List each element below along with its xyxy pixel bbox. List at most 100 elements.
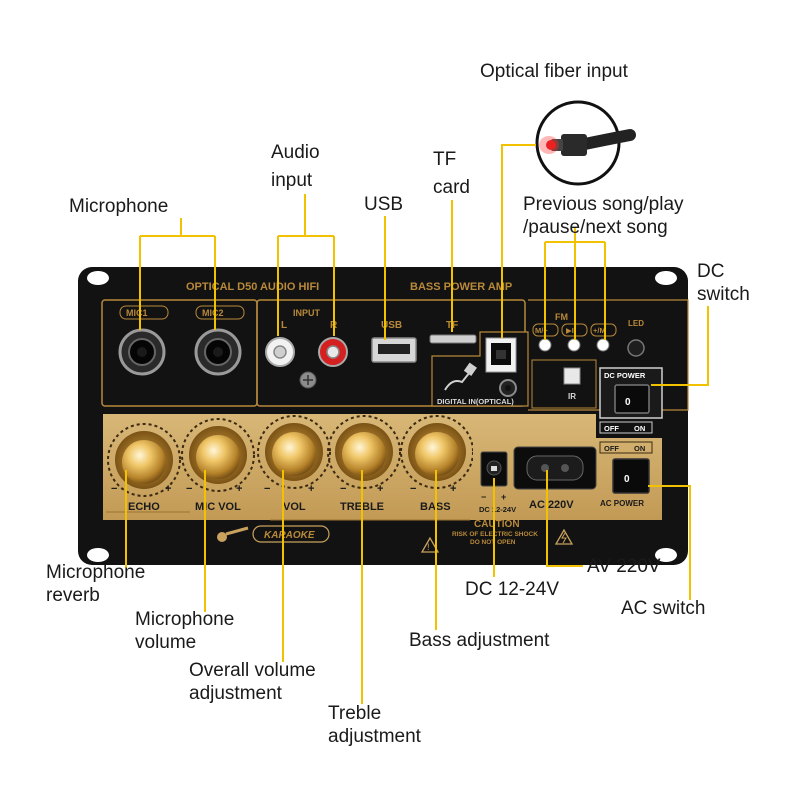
caution-line3: DO NOT OPEN (470, 539, 516, 546)
panel-title-right: BASS POWER AMP (410, 281, 512, 293)
bass-minus: − (410, 483, 416, 495)
amplifier-panel: OPTICAL D50 AUDIO HIFI BASS POWER AMP MI… (78, 267, 689, 565)
echo-label: ECHO (128, 501, 160, 513)
vol-minus: − (264, 483, 270, 495)
prev-button-label: M/− (535, 326, 548, 335)
input-l-label: L (281, 320, 287, 331)
bass-knob[interactable] (400, 415, 474, 489)
fm-label: FM (555, 312, 568, 322)
ac-socket-label: AC 220V (529, 499, 574, 511)
ac-power-switch[interactable]: 0 (612, 458, 650, 494)
mic2-jack[interactable] (194, 328, 242, 376)
callout-bass-adjustment: Bass adjustment (409, 630, 550, 651)
dc-plus: + (501, 492, 506, 502)
ir-receiver (563, 367, 581, 385)
dc-off-label: OFF (604, 424, 619, 433)
echo-minus: − (111, 483, 117, 495)
prev-song-button[interactable] (538, 338, 552, 352)
micvol-label: MIC VOL (195, 501, 241, 513)
callout-overall-volume-line2: adjustment (189, 683, 283, 704)
optical-cable-inset (535, 100, 636, 186)
usb-panel-label: USB (381, 320, 402, 331)
dc-power-label: DC POWER (604, 371, 646, 380)
callout-av-220v: AV 220V (587, 556, 661, 577)
dc-jack-label: DC 12-24V (479, 505, 516, 514)
digital-in-label: DIGITAL IN(OPTICAL) (437, 397, 514, 406)
panel-title-left: OPTICAL D50 AUDIO HIFI (186, 281, 319, 293)
callout-mic-reverb-line1: Microphone (46, 562, 145, 583)
dc-power-switch[interactable]: 0 (614, 384, 650, 414)
callout-mic-volume-line2: volume (135, 632, 196, 653)
lightning-warning-icon (554, 528, 574, 545)
vol-label: VOL (283, 501, 306, 513)
callout-tf-card-line2: card (433, 177, 470, 198)
treble-minus: − (340, 483, 346, 495)
ac-off-label: OFF (604, 444, 619, 453)
callout-treble-line1: Treble (328, 703, 381, 724)
led-label: LED (628, 319, 644, 328)
callout-microphone: Microphone (69, 196, 168, 217)
usb-port[interactable] (371, 337, 417, 363)
mic1-jack[interactable] (118, 328, 166, 376)
vol-knob[interactable] (257, 415, 331, 489)
callout-optical-fiber-input: Optical fiber input (480, 61, 629, 82)
dc-minus: − (481, 492, 486, 502)
echo-knob[interactable] (107, 423, 181, 497)
microphone-icon (217, 526, 249, 542)
screw-icon (299, 371, 317, 389)
callout-dc-switch-line2: switch (697, 284, 750, 305)
callout-tf-card-line1: TF (433, 149, 456, 170)
dc-on-label: ON (634, 424, 645, 433)
coax-jack[interactable] (499, 379, 517, 397)
mic2-label: MIC2 (202, 308, 224, 318)
play-button-label: ▶II (566, 326, 576, 335)
bass-plus: + (450, 483, 456, 495)
leader-lines (125, 144, 709, 704)
ac-on-label: ON (634, 444, 645, 453)
rca-right-jack[interactable] (318, 337, 348, 367)
callout-overall-volume-line1: Overall volume (189, 660, 316, 681)
micvol-plus: + (236, 483, 242, 495)
rca-left-jack[interactable] (265, 337, 295, 367)
vol-plus: + (308, 483, 314, 495)
caution-label: CAUTION (474, 519, 520, 530)
callout-ac-switch: AC switch (621, 598, 705, 619)
callout-mic-reverb-line2: reverb (46, 585, 100, 606)
dc-power-jack[interactable] (480, 451, 508, 487)
treble-knob[interactable] (327, 415, 401, 489)
callout-prev-song-line2: /pause/next song (523, 217, 668, 238)
ac-switch-mark: 0 (624, 474, 630, 485)
ac-power-label: AC POWER (600, 499, 644, 508)
play-pause-button[interactable] (567, 338, 581, 352)
next-song-button[interactable] (596, 338, 610, 352)
karaoke-label: KARAOKE (264, 530, 315, 541)
mount-hole-bl (87, 548, 109, 562)
dc-switch-mark: 0 (625, 397, 631, 408)
callout-dc-switch-line1: DC (697, 261, 724, 282)
mount-hole-br (655, 548, 677, 562)
treble-plus: + (377, 483, 383, 495)
optical-port[interactable] (485, 337, 517, 373)
callout-prev-song-line1: Previous song/play (523, 194, 684, 215)
led-indicator (627, 339, 645, 357)
caution-line2: RISK OF ELECTRIC SHOCK (452, 531, 538, 538)
mic-vol-knob[interactable] (181, 418, 255, 492)
mount-hole-tr (655, 271, 677, 285)
callout-treble-line2: adjustment (328, 726, 422, 747)
ir-label: IR (568, 392, 576, 401)
micvol-minus: − (186, 483, 192, 495)
tf-card-slot[interactable] (429, 334, 477, 344)
callout-audio-input-line1: Audio (271, 142, 320, 163)
callout-mic-volume-line1: Microphone (135, 609, 234, 630)
optical-cable-icon (444, 362, 477, 391)
next-button-label: +/M (593, 326, 606, 335)
callout-usb: USB (364, 194, 403, 215)
mount-hole-tl (87, 271, 109, 285)
ac-power-socket[interactable] (513, 446, 597, 490)
warning-icon: ! (420, 536, 440, 553)
svg-text:!: ! (427, 542, 430, 552)
mic1-label: MIC1 (126, 308, 148, 318)
callout-dc-12-24v: DC 12-24V (465, 579, 559, 600)
echo-plus: + (165, 483, 171, 495)
